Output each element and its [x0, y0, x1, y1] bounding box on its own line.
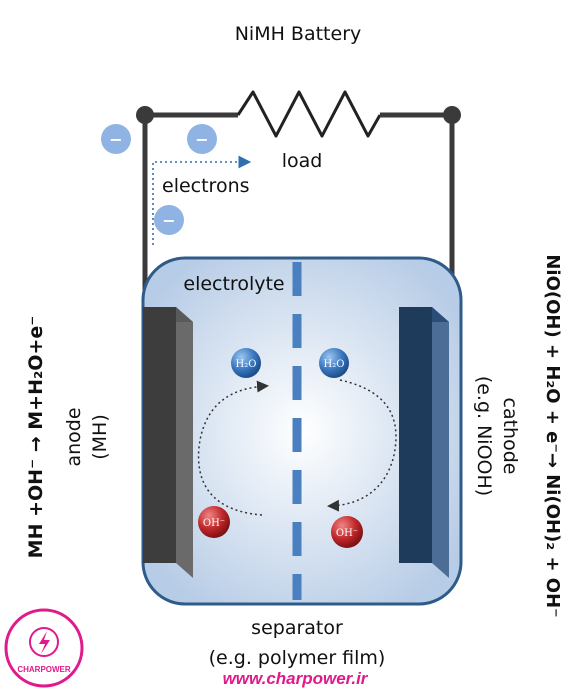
charpower-logo: CHARPOWER [4, 608, 84, 688]
svg-text:MH +OH⁻ → M+H₂O+e⁻: MH +OH⁻ → M+H₂O+e⁻ [25, 316, 47, 559]
electron: − [154, 205, 184, 235]
electrolyte-label: electrolyte [183, 273, 284, 295]
diagram-title: NiMH Battery [235, 23, 362, 45]
electron-flow-arrow [152, 155, 252, 245]
svg-text:OH⁻: OH⁻ [336, 528, 358, 539]
svg-text:anode: anode [63, 407, 85, 466]
electron: − [101, 124, 131, 154]
anode-label: anode (MH) [63, 407, 111, 466]
cathode-reaction: NiO(OH) + H₂O + e⁻→ Ni(OH)₂ + OH⁻ [542, 254, 563, 617]
cathode-label: cathode (e.g. NiOOH) [473, 376, 521, 496]
svg-text:H₂O: H₂O [324, 359, 345, 370]
hydroxide-ion: OH⁻ [331, 516, 363, 548]
lightning-icon [39, 631, 50, 654]
electrons-label: electrons [162, 175, 250, 197]
svg-text:cathode: cathode [499, 398, 521, 475]
load-label: load [282, 150, 323, 172]
water-molecule: H₂O [231, 348, 261, 378]
svg-text:CHARPOWER: CHARPOWER [17, 665, 71, 674]
hydroxide-ion: OH⁻ [198, 506, 230, 538]
svg-text:−: − [162, 211, 175, 230]
electron: − [187, 124, 217, 154]
svg-text:(e.g. NiOOH): (e.g. NiOOH) [473, 376, 495, 496]
external-circuit [136, 90, 461, 310]
svg-text:OH⁻: OH⁻ [203, 518, 225, 529]
right-junction-dot [443, 106, 461, 124]
svg-text:−: − [195, 130, 208, 149]
resistor-load [236, 90, 382, 138]
svg-text:H₂O: H₂O [236, 359, 257, 370]
ion-flow-arrow-right [327, 379, 397, 512]
anode-reaction: MH +OH⁻ → M+H₂O+e⁻ [25, 316, 47, 559]
svg-text:−: − [109, 130, 122, 149]
svg-text:NiO(OH) + H₂O + e⁻→ Ni(OH)₂ +: NiO(OH) + H₂O + e⁻→ Ni(OH)₂ + OH⁻ [542, 254, 563, 617]
svg-text:(MH): (MH) [89, 414, 111, 460]
cathode-electrode [399, 307, 449, 578]
watermark-url: www.charpower.ir [223, 669, 369, 688]
separator-label: separator [251, 617, 343, 639]
left-junction-dot [136, 106, 154, 124]
anode-electrode [143, 307, 193, 578]
separator-example-label: (e.g. polymer film) [209, 647, 386, 669]
water-molecule: H₂O [319, 348, 349, 378]
